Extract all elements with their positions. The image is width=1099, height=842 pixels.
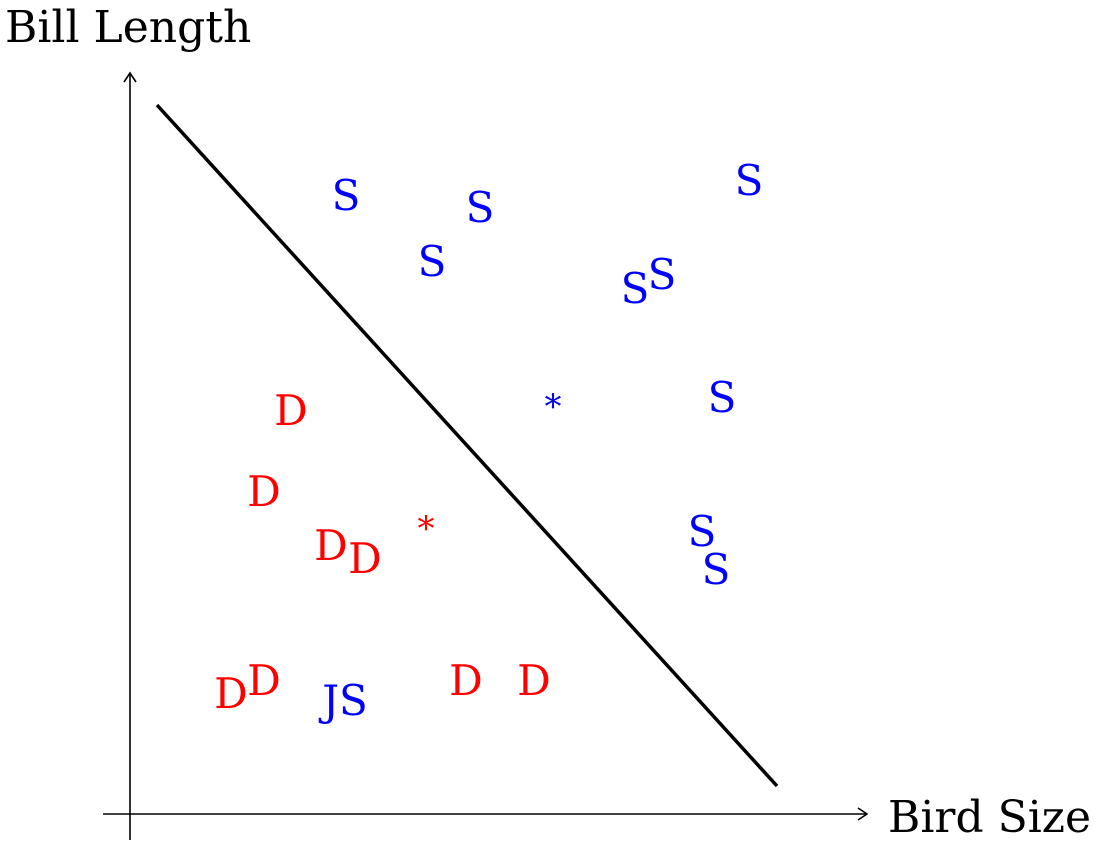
centroid-s-marker: * [545, 387, 562, 427]
point-s: S [735, 156, 764, 205]
point-s: S [708, 373, 737, 422]
point-s: S [466, 183, 495, 232]
point-s: S [332, 171, 361, 220]
y-axis-arrowhead [123, 71, 137, 83]
x-axis-title: Bird Size [888, 792, 1091, 842]
point-d: D [314, 521, 348, 570]
point-d: D [449, 656, 483, 705]
point-s: S [418, 237, 447, 286]
decision-boundary-line [155, 103, 779, 788]
point-s: S [621, 264, 650, 313]
point-d: D [247, 467, 281, 516]
x-axis-arrowhead [857, 807, 869, 821]
point-s: S [702, 545, 731, 594]
centroid-d-marker: * [418, 509, 435, 549]
point-d: D [214, 669, 248, 718]
point-js: JS [318, 676, 368, 725]
point-d: D [517, 656, 551, 705]
point-s: S [688, 507, 717, 556]
point-d: D [274, 386, 308, 435]
point-d: D [348, 534, 382, 583]
point-s: S [648, 250, 677, 299]
y-axis-title: Bill Length [5, 2, 251, 53]
point-d: D [247, 656, 281, 705]
